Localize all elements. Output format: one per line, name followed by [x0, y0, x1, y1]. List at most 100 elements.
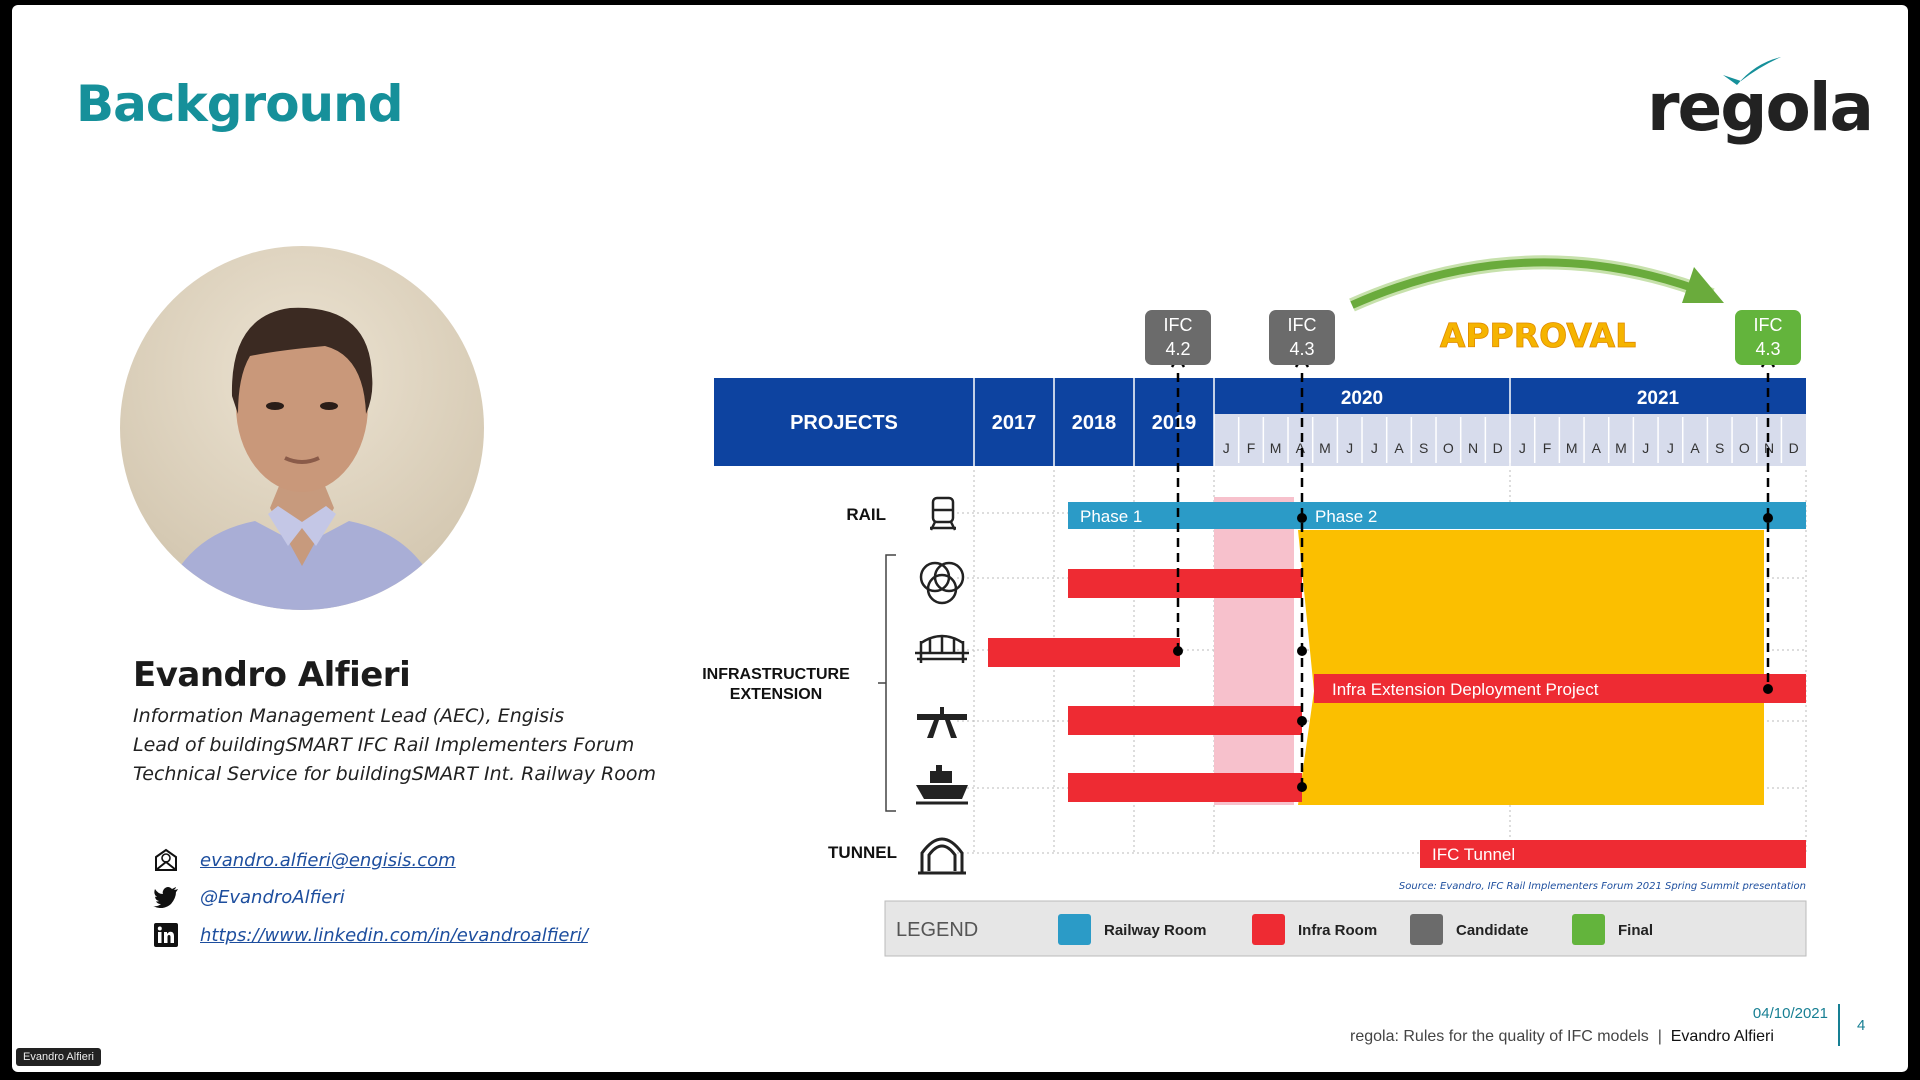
month-label: O [1739, 440, 1750, 456]
legend-swatch-candidate [1410, 914, 1443, 945]
year-label: 2019 [1152, 412, 1197, 434]
year-label: 2021 [1637, 388, 1680, 409]
milestone-ifc43-candidate: IFC 4.3 [1269, 310, 1335, 368]
role-line: Lead of buildingSMART IFC Rail Implement… [133, 734, 635, 756]
role-line: Information Management Lead (AEC), Engis… [133, 705, 565, 727]
footer-subtitle: regola: Rules for the quality of IFC mod… [1350, 1028, 1649, 1045]
bar-label: Phase 1 [1080, 507, 1142, 526]
bar-label: IFC Tunnel [1432, 845, 1515, 864]
month-label: J [1642, 440, 1649, 456]
month-label: F [1543, 440, 1552, 456]
pink-band [1214, 497, 1294, 805]
page-number: 4 [1857, 1017, 1866, 1034]
contact-email: evandro.alfieri@engisis.com [152, 846, 456, 874]
month-label: A [1296, 440, 1306, 456]
train-icon [929, 496, 957, 531]
milestone-dots [1173, 513, 1773, 792]
footer-divider [1838, 1004, 1840, 1046]
legend-label: Railway Room [1104, 922, 1207, 939]
bar-phase-2 [1302, 502, 1806, 529]
month-label: A [1592, 440, 1602, 456]
month-label: O [1443, 440, 1454, 456]
month-label: M [1319, 440, 1331, 456]
logo-text: regola [1647, 69, 1874, 146]
approval-arrowhead [1682, 267, 1724, 303]
month-label: N [1468, 440, 1478, 456]
legend-swatch-final [1572, 914, 1605, 945]
month-label: A [1690, 440, 1700, 456]
row-label-rail: RAIL [846, 505, 886, 524]
milestone-ifc42: IFC 4.2 [1145, 310, 1211, 368]
month-label: D [1493, 440, 1503, 456]
year-label: 2018 [1072, 412, 1117, 434]
source-note: Source: Evandro, IFC Rail Implementers F… [1399, 881, 1806, 892]
email-link[interactable]: evandro.alfieri@engisis.com [200, 849, 456, 871]
checkmark-icon [1723, 57, 1781, 85]
infra-bracket [878, 554, 896, 812]
slide: Background regola Evandro Alfieri Inform… [12, 5, 1908, 1072]
slide-title: Background [76, 75, 404, 133]
milestone-label-line2: 4.3 [1755, 339, 1780, 359]
month-label: J [1667, 440, 1674, 456]
projects-header: PROJECTS [790, 412, 898, 434]
legend-label: Final [1618, 922, 1653, 939]
month-label: J [1519, 440, 1526, 456]
footer-author: Evandro Alfieri [1670, 1028, 1774, 1045]
legend-title: LEGEND [896, 919, 978, 941]
row-label-infra-line2: EXTENSION [730, 686, 822, 703]
month-label: A [1394, 440, 1404, 456]
milestone-label-line1: IFC [1288, 315, 1317, 335]
legend-label: Candidate [1456, 922, 1529, 939]
month-label: D [1789, 440, 1799, 456]
footer-separator: | [1657, 1028, 1662, 1045]
bar-infra-alignment [1068, 569, 1302, 598]
bar-ifc-tunnel [1420, 840, 1806, 868]
bar-phase-1 [1068, 502, 1302, 529]
milestone-label-line1: IFC [1164, 315, 1193, 335]
month-label: J [1371, 440, 1378, 456]
milestone-label-line2: 4.3 [1289, 339, 1314, 359]
legend-swatch-infra [1252, 914, 1285, 945]
bar-label: Phase 2 [1315, 507, 1377, 526]
row-label-tunnel: TUNNEL [828, 843, 897, 862]
contact-linkedin: https://www.linkedin.com/in/evandroalfie… [152, 921, 588, 949]
legend-label: Infra Room [1298, 922, 1377, 939]
bar-infra-port [1068, 773, 1302, 802]
contact-twitter: @EvandroAlfieri [152, 883, 345, 911]
milestone-ifc43-final: IFC 4.3 [1735, 310, 1801, 368]
alignment-icon [919, 561, 965, 605]
approval-area [1298, 530, 1764, 805]
legend: LEGEND Railway Room Infra Room Candidate… [884, 900, 1807, 957]
portrait-illustration [160, 307, 444, 610]
year-label: 2017 [992, 412, 1037, 434]
year-label: 2020 [1341, 388, 1383, 409]
bar-infra-bridge [988, 638, 1180, 667]
road-icon [917, 707, 967, 738]
speaker-photo [120, 246, 484, 610]
bar-label: Infra Extension Deployment Project [1332, 680, 1599, 699]
milestone-label-line2: 4.2 [1165, 339, 1190, 359]
legend-swatch-railway [1058, 914, 1091, 945]
bar-infra-road [1068, 706, 1302, 735]
month-label: M [1270, 440, 1282, 456]
linkedin-icon [152, 921, 180, 949]
role-line: Technical Service for buildingSMART Int.… [133, 763, 656, 785]
month-label: S [1419, 440, 1428, 456]
twitter-icon [152, 883, 180, 911]
twitter-handle[interactable]: @EvandroAlfieri [200, 886, 345, 908]
footer-line: regola: Rules for the quality of IFC mod… [1350, 1028, 1774, 1046]
month-label: M [1615, 440, 1627, 456]
month-label: F [1247, 440, 1256, 456]
speaker-name-tag: Evandro Alfieri [16, 1048, 101, 1066]
bridge-icon [915, 634, 969, 663]
approval-label: APPROVAL [1440, 316, 1636, 355]
tunnel-icon [918, 837, 966, 875]
milestone-label-line1: IFC [1754, 315, 1783, 335]
port-icon [916, 765, 968, 805]
footer-date: 04/10/2021 [1752, 1005, 1828, 1022]
regola-logo: regola [1647, 55, 1874, 146]
month-label: M [1566, 440, 1578, 456]
linkedin-link[interactable]: https://www.linkedin.com/in/evandroalfie… [200, 924, 588, 946]
bar-infra-extension [1314, 674, 1806, 703]
